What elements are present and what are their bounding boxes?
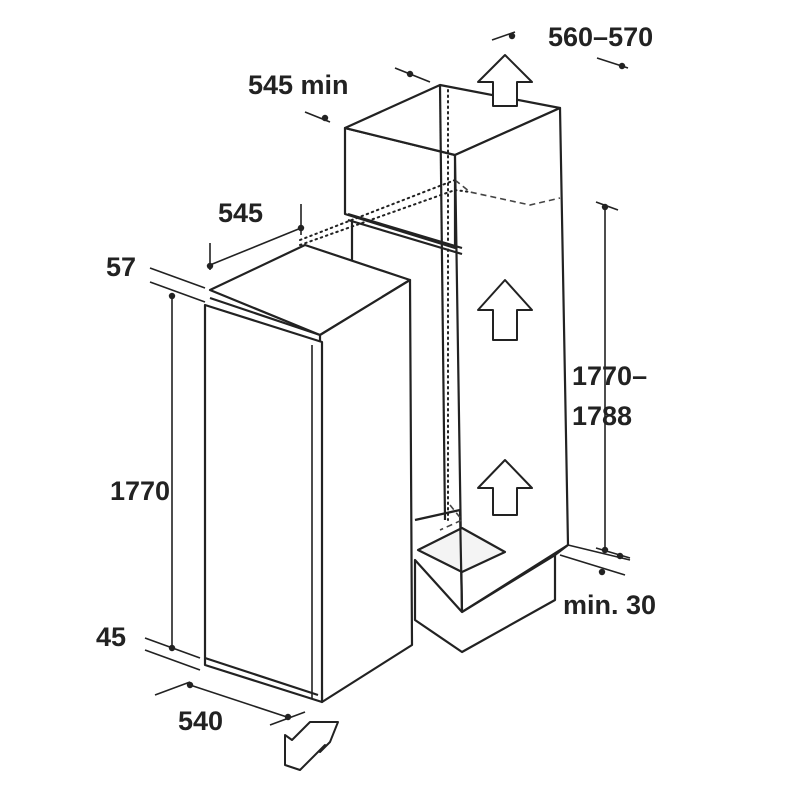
niche-base-dashed [439, 504, 464, 531]
appliance-side [318, 278, 414, 704]
label-appliance-depth: 545 [218, 198, 263, 228]
niche-shelf-edge-lower [347, 218, 463, 256]
airflow-arrows [284, 54, 533, 771]
appliance-door [203, 303, 324, 704]
appliance-door-bottom-edge [204, 656, 319, 697]
up-arrow-icon [477, 279, 533, 341]
label-niche-width: 560–570 [548, 22, 653, 52]
appliance [203, 243, 414, 704]
niche-base-front [414, 508, 464, 613]
niche-base-corner [554, 544, 569, 556]
dimension-labels: 560–570 545 min 545 57 1770 1770– 1788 4… [96, 22, 656, 736]
label-bottom-offset: 45 [96, 622, 126, 652]
diagonal-arrow-icon [284, 721, 339, 771]
niche-dotted-top-2 [299, 189, 456, 246]
niche-back-edge [438, 84, 447, 521]
label-niche-height-2: 1788 [572, 401, 632, 431]
label-niche-height-1: 1770– [572, 361, 647, 391]
label-top-offset: 57 [106, 252, 136, 282]
appliance-door-top-edge [209, 296, 321, 337]
label-appliance-height: 1770 [110, 476, 170, 506]
label-niche-depth: 545 min [248, 70, 349, 100]
label-ventilation-gap: min. 30 [563, 590, 656, 620]
niche-shelf-edge [347, 212, 463, 250]
niche-dotted-top [299, 179, 456, 241]
up-arrow-icon [477, 54, 533, 107]
up-arrow-icon [477, 459, 533, 516]
niche-dotted-join [454, 189, 471, 193]
label-appliance-width: 540 [178, 706, 223, 736]
dimension-lines [144, 31, 631, 726]
